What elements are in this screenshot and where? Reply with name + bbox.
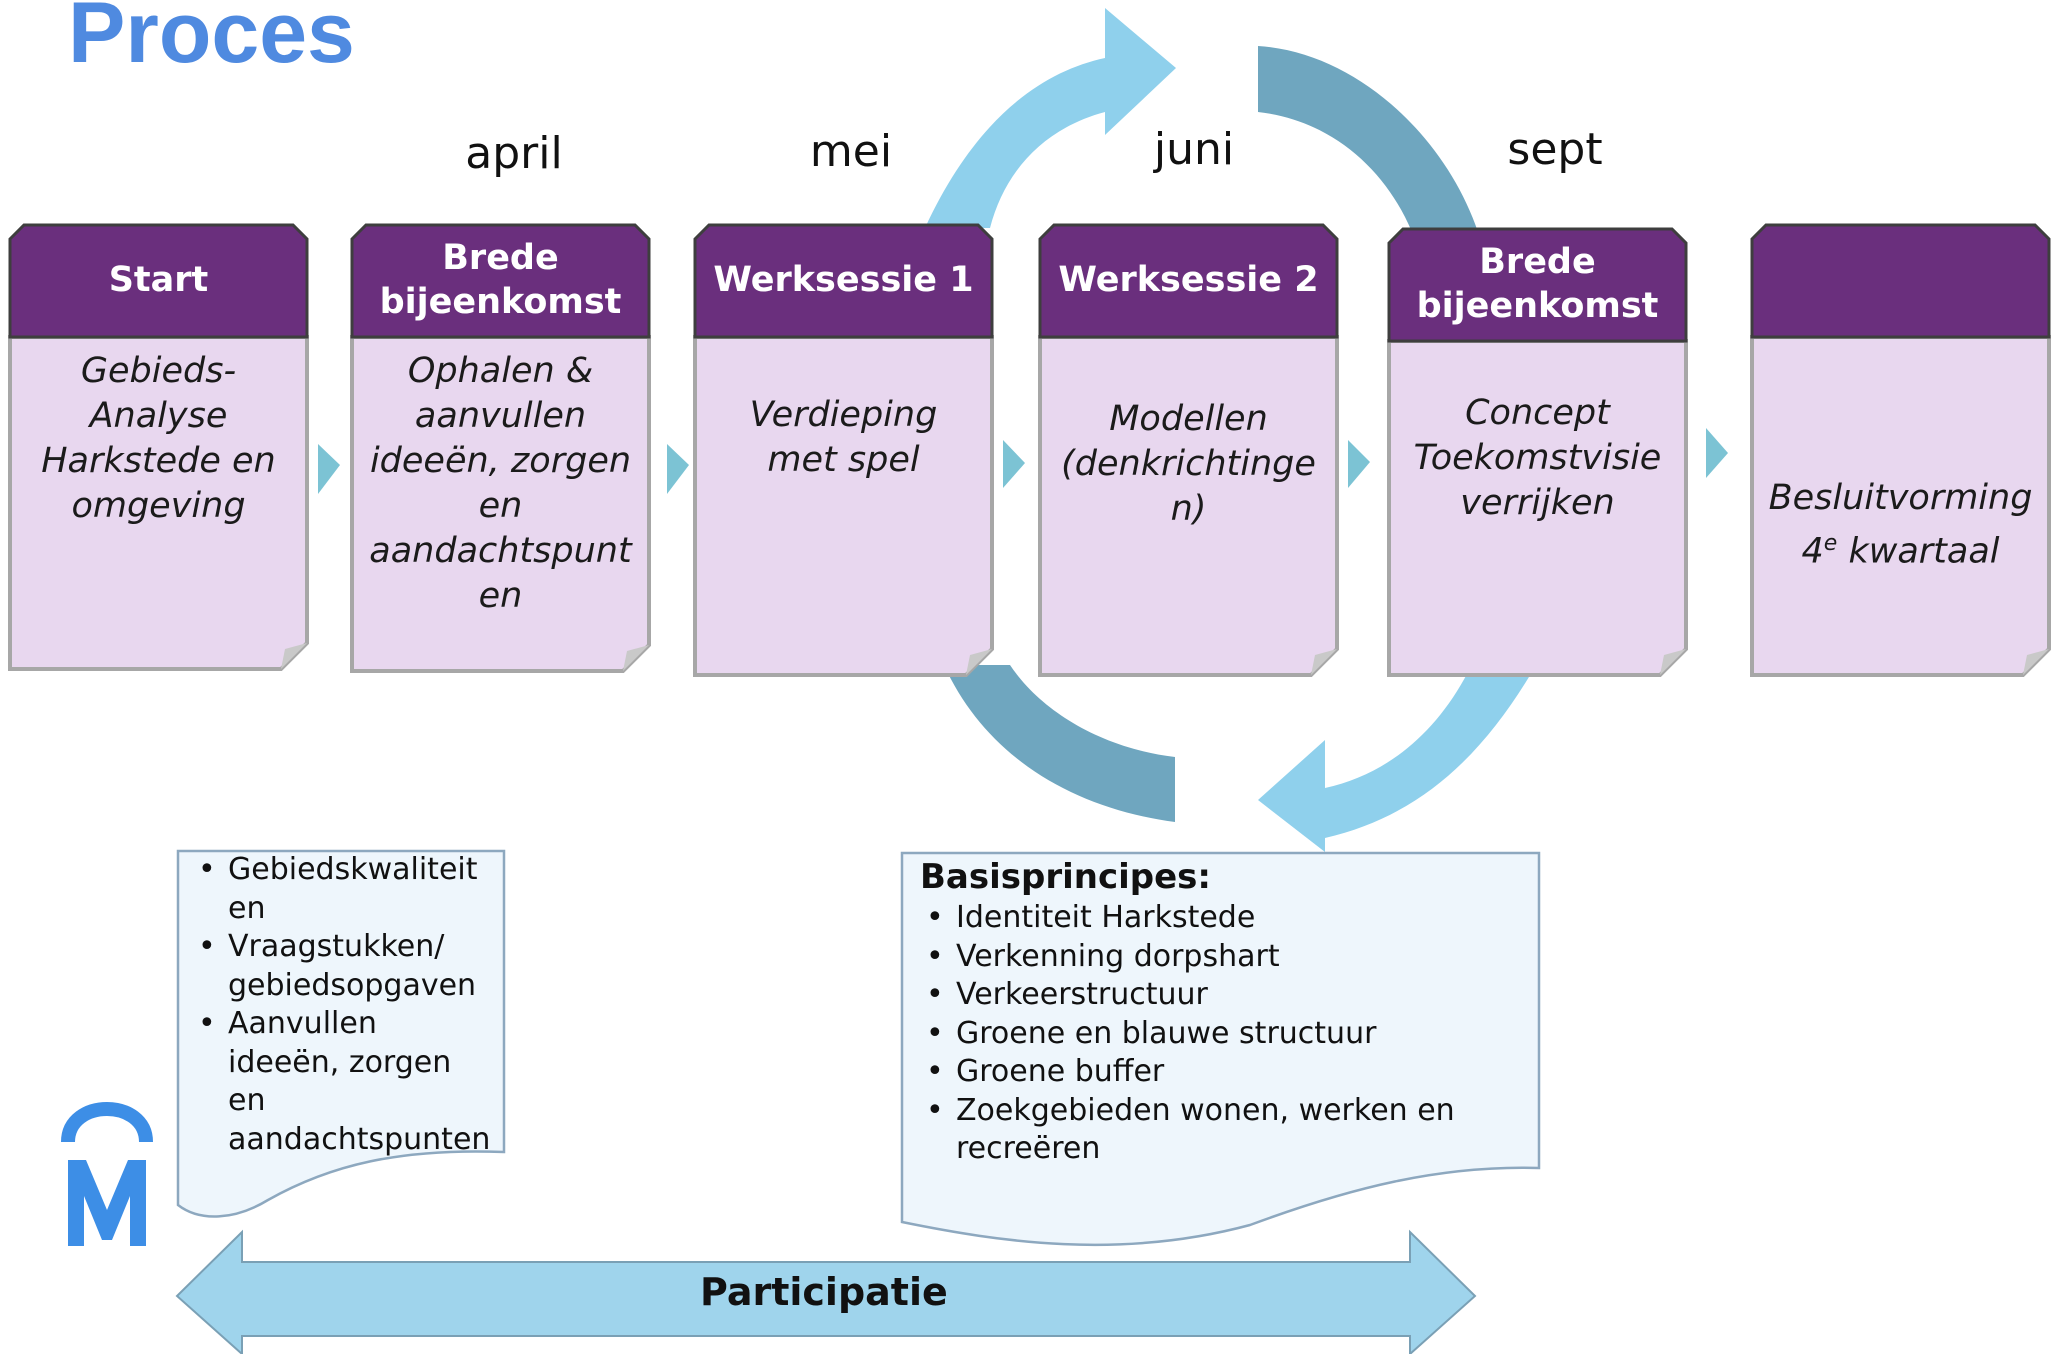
- card-header: [1752, 225, 2049, 337]
- card-fold-corner: [623, 645, 649, 671]
- cycle-arrow-top-left: [925, 8, 1176, 228]
- card-body-rest: kwartaal: [1837, 531, 2000, 572]
- chevron-icon: [667, 444, 689, 494]
- card-header-shape: [693, 223, 994, 339]
- participatie-label: Participatie: [700, 1270, 948, 1314]
- month-label-sept: sept: [1507, 124, 1603, 175]
- note-left: Gebiedskwaliteit en Vraagstukken/ gebied…: [192, 851, 492, 1159]
- chevron-icon: [1003, 440, 1025, 488]
- basisprincipes-title: Basisprincipes:: [920, 857, 1211, 897]
- card-fold-corner: [1311, 649, 1337, 675]
- card-body-number: 4: [1801, 531, 1824, 572]
- card-body: Modellen (denkrichtinge n): [1061, 399, 1316, 529]
- month-label-mei: mei: [809, 126, 893, 177]
- list-item: Vraagstukken/ gebiedsopgaven: [192, 928, 492, 1005]
- logo-icon: [61, 1102, 153, 1246]
- process-card-brede-bijeenkomst-2: Brede bijeenkomst Concept Toekomstvisie …: [1389, 229, 1686, 675]
- note-left-list: Gebiedskwaliteit en Vraagstukken/ gebied…: [192, 851, 492, 1159]
- month-label-juni: juni: [1153, 124, 1235, 175]
- process-card-werksessie-1: Werksessie 1 Verdieping met spel: [695, 225, 992, 675]
- list-item: Identiteit Harkstede: [920, 899, 1530, 938]
- cycle-arrow-top-right: [1258, 46, 1478, 232]
- card-body: Verdieping met spel: [749, 395, 938, 480]
- list-item: Zoekgebieden wonen, werken en recreëren: [920, 1092, 1530, 1169]
- process-card-brede-bijeenkomst-1: Brede bijeenkomst Ophalen & aanvullen id…: [352, 225, 649, 671]
- card-header: Brede bijeenkomst: [379, 238, 622, 322]
- card-fold-corner: [281, 643, 307, 669]
- chevron-icon: [318, 444, 340, 494]
- cycle-arrow-bottom-right: [1258, 672, 1532, 852]
- process-card-werksessie-2: Werksessie 2 Modellen (denkrichtinge n): [1040, 225, 1337, 675]
- list-item: Groene buffer: [920, 1053, 1530, 1092]
- card-header-shape: [1750, 223, 2051, 339]
- process-card-besluitvorming: Besluitvorming 4e kwartaal: [1752, 225, 2049, 675]
- list-item: Verkeerstructuur: [920, 976, 1530, 1015]
- chevron-icon: [1348, 440, 1370, 488]
- card-body: Besluitvorming 4e kwartaal: [1752, 431, 2049, 575]
- card-header-shape: [1387, 227, 1688, 343]
- card-fold-corner: [2023, 649, 2049, 675]
- card-body-line: Besluitvorming: [1768, 478, 2033, 518]
- list-item: Gebiedskwaliteit en: [192, 851, 492, 928]
- list-item: Verkenning dorpshart: [920, 938, 1530, 977]
- card-body-superscript: e: [1823, 531, 1838, 556]
- card-header-shape: [350, 223, 651, 339]
- month-label-april: april: [465, 128, 563, 179]
- card-header-shape: [1038, 223, 1339, 339]
- basisprincipes-list: Identiteit Harkstede Verkenning dorpshar…: [920, 899, 1530, 1169]
- card-header: Brede bijeenkomst: [1416, 242, 1659, 326]
- list-item: Aanvullen ideeën, zorgen en aandachtspun…: [192, 1005, 492, 1159]
- card-fold-corner: [1660, 649, 1686, 675]
- card-header: Werksessie 1: [713, 260, 974, 301]
- card-header-shape: [8, 223, 309, 339]
- card-body: Gebieds- Analyse Harkstede en omgeving: [41, 351, 276, 526]
- cycle-arrow-bottom-left: [944, 665, 1175, 822]
- participatie-double-arrow: [175, 1229, 1477, 1354]
- list-item: Groene en blauwe structuur: [920, 1015, 1530, 1054]
- basisprincipes-note: Basisprincipes: Identiteit Harkstede Ver…: [920, 855, 1530, 1169]
- process-card-start: Start Gebieds- Analyse Harkstede en omge…: [10, 225, 307, 669]
- chevron-icon: [1706, 428, 1728, 478]
- card-header: Werksessie 2: [1058, 260, 1319, 301]
- card-body: Ophalen & aanvullen ideeën, zorgen en aa…: [369, 351, 632, 616]
- chevrons: [318, 428, 1728, 494]
- process-cards: [8, 223, 2051, 677]
- page-title: Proces: [68, 0, 355, 81]
- card-header: Start: [108, 260, 209, 301]
- card-fold-corner: [966, 649, 992, 675]
- card-body: Concept Toekomstvisie verrijken: [1413, 393, 1662, 523]
